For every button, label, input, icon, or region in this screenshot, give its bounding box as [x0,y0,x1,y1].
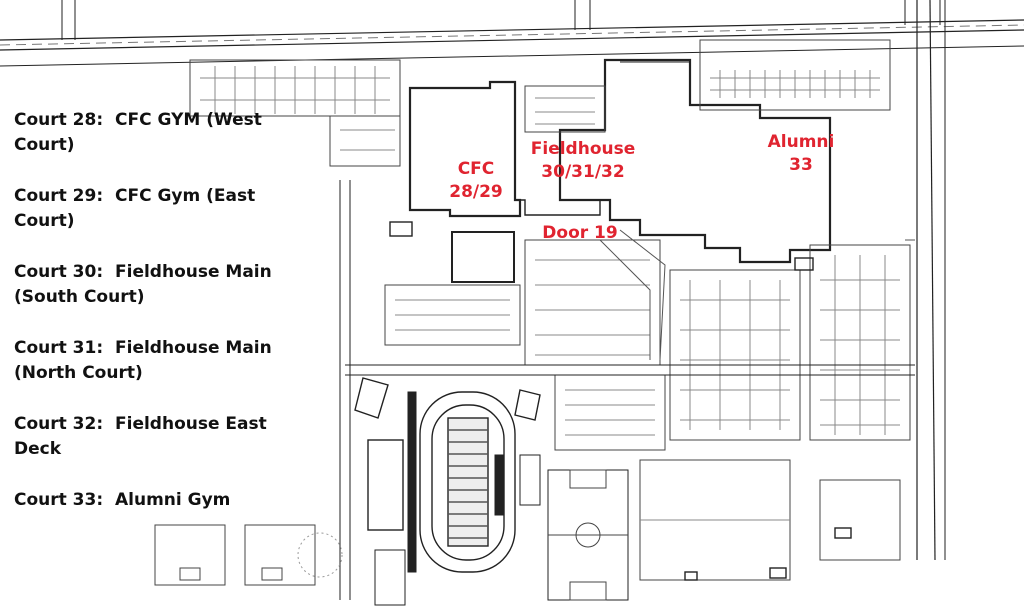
legend-item-court-28: Court 28: CFC GYM (West Court) [14,108,314,158]
legend-item-court-32: Court 32: Fieldhouse East Deck [14,412,314,462]
court-legend: Court 28: CFC GYM (West Court) Court 29:… [14,108,314,539]
fieldhouse-label-courts: 30/31/32 [541,162,625,182]
alumni-label-name: Alumni [767,132,835,152]
stadium [419,391,516,573]
legend-court-label: Court 28: [14,110,104,130]
legend-court-label: Court 31: [14,338,104,358]
legend-court-location: Fieldhouse Main (North Court) [14,338,272,383]
legend-item-court-33: Court 33: Alumni Gym [14,488,314,513]
legend-court-label: Court 30: [14,262,104,282]
fieldhouse-label: Fieldhouse 30/31/32 [520,138,646,184]
legend-court-location: CFC GYM (West Court) [14,110,262,155]
parking-lot-east [669,269,801,441]
cfc-label-courts: 28/29 [449,182,503,202]
parking-lot-center [524,239,661,366]
legend-item-court-30: Court 30: Fieldhouse Main (South Court) [14,260,314,310]
door-19-label: Door 19 [532,222,628,245]
parking-lot-far-east [809,244,911,441]
door-19-label-text: Door 19 [542,223,618,243]
fieldhouse-label-name: Fieldhouse [530,139,636,159]
legend-item-court-31: Court 31: Fieldhouse Main (North Court) [14,336,314,386]
legend-court-location: Alumni Gym [115,490,231,510]
legend-court-location: CFC Gym (East Court) [14,186,256,231]
cfc-label-name: CFC [457,159,495,179]
alumni-label: Alumni 33 [758,131,844,177]
legend-court-label: Court 33: [14,490,104,510]
legend-court-location: Fieldhouse Main (South Court) [14,262,272,307]
legend-court-label: Court 32: [14,414,104,434]
main-road [0,19,1024,41]
legend-court-label: Court 29: [14,186,104,206]
fieldhouse-building [558,58,832,264]
cfc-label: CFC 28/29 [436,158,516,204]
small-building [451,231,515,283]
alumni-label-courts: 33 [789,155,813,175]
legend-court-location: Fieldhouse East Deck [14,414,267,459]
legend-item-court-29: Court 29: CFC Gym (East Court) [14,184,314,234]
parking-lot-west [384,284,521,346]
